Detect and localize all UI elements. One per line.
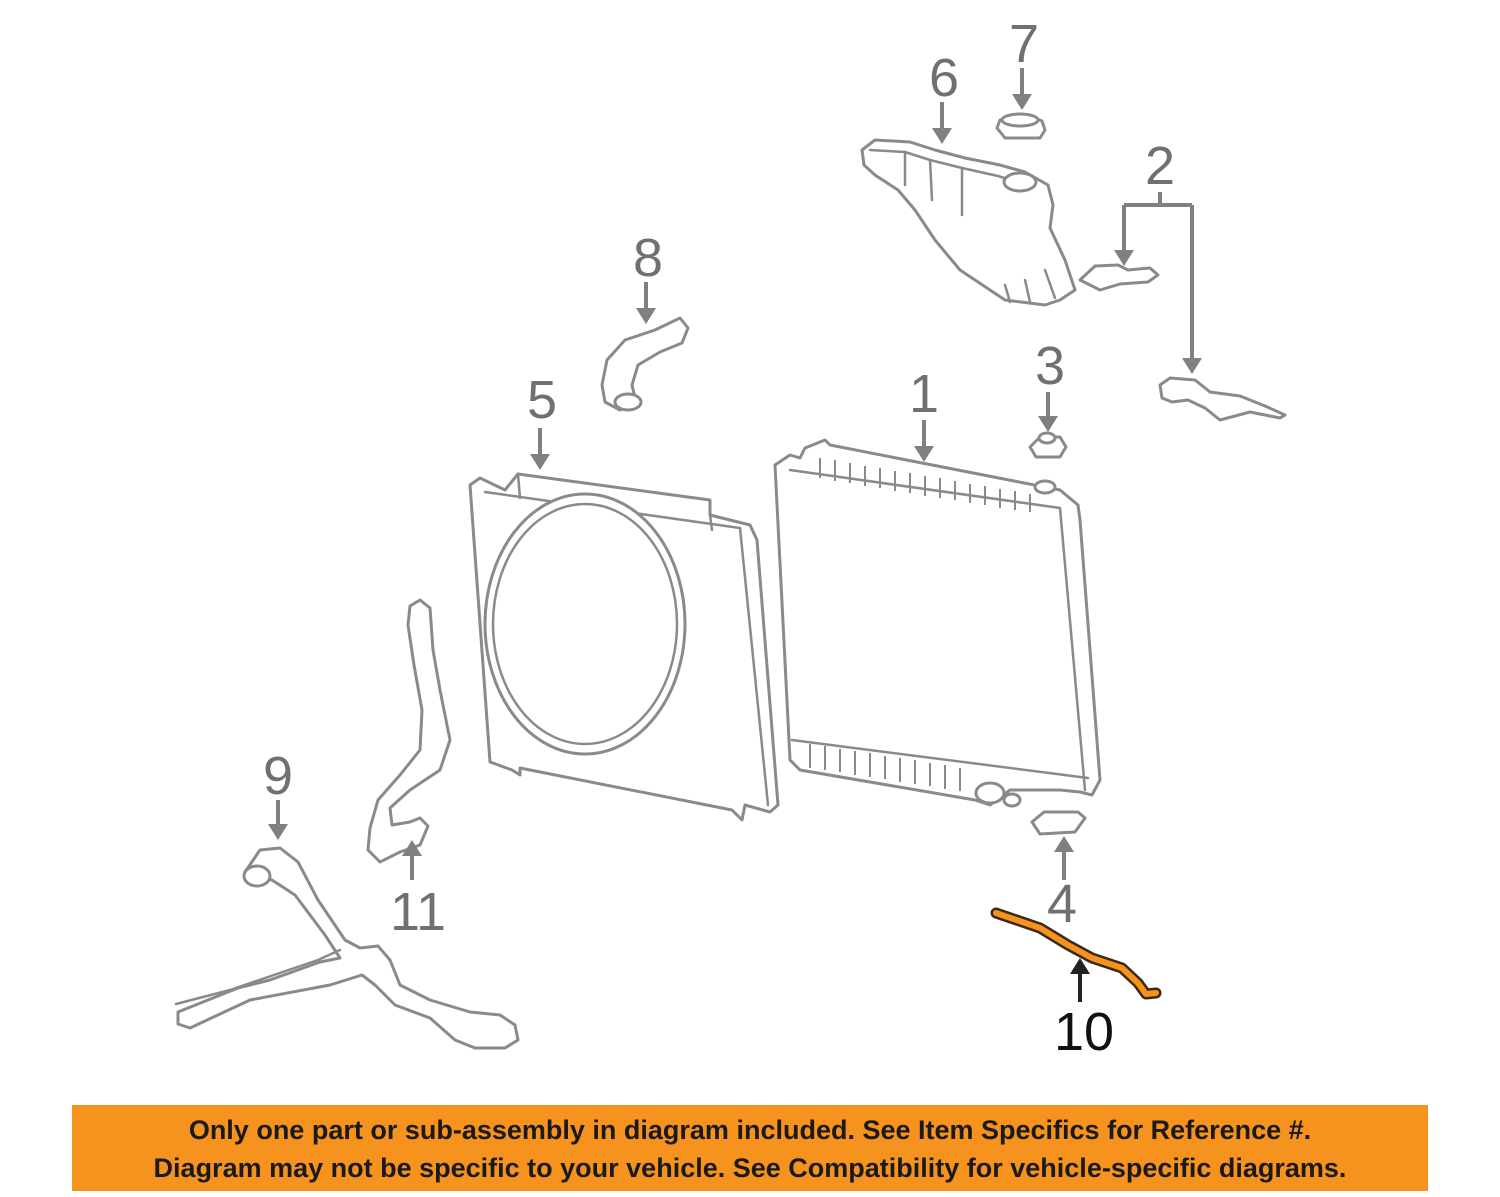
callout-2: 2 [1145, 136, 1175, 196]
arrowhead-8 [636, 308, 656, 324]
coolant-reservoir-part [860, 138, 1077, 307]
highlighted-tube-part [990, 907, 1162, 1000]
heater-hose-part [174, 846, 520, 1050]
callout-numbers: 1 2 3 4 5 6 7 8 9 10 11 [263, 14, 1175, 1062]
arrowhead-11 [402, 840, 422, 856]
callout-3: 3 [1035, 336, 1065, 396]
disclaimer-banner: Only one part or sub-assembly in diagram… [72, 1105, 1428, 1191]
bypass-hose-part [366, 598, 452, 864]
callout-1: 1 [909, 364, 939, 424]
arrowhead-9 [268, 824, 288, 840]
arrowhead-6 [932, 128, 952, 144]
callout-5: 5 [527, 370, 557, 430]
reservoir-cap-part [995, 112, 1047, 140]
radiator-part [773, 438, 1102, 808]
radiator-isolator-part [1030, 810, 1087, 836]
arrowhead-2-right [1182, 358, 1202, 374]
disclaimer-line-2: Diagram may not be specific to your vehi… [153, 1153, 1347, 1183]
arrowhead-10 [1070, 958, 1090, 974]
callout-9: 9 [263, 746, 293, 806]
callout-8: 8 [633, 228, 663, 288]
arrowhead-5 [530, 454, 550, 470]
arrowhead-2-left [1114, 250, 1134, 266]
arrowhead-4 [1054, 836, 1074, 852]
callout-11: 11 [390, 882, 446, 942]
arrowhead-7 [1012, 94, 1032, 110]
leader-lines [268, 68, 1202, 1002]
fan-shroud-part [468, 472, 780, 822]
upper-hose-part [600, 316, 690, 412]
callout-10: 10 [1054, 1002, 1114, 1062]
arrowhead-1 [914, 446, 934, 462]
callout-7: 7 [1009, 14, 1039, 74]
arrowhead-3 [1038, 416, 1058, 432]
callout-6: 6 [929, 48, 959, 108]
disclaimer-line-1: Only one part or sub-assembly in diagram… [188, 1115, 1312, 1145]
callout-4: 4 [1047, 874, 1077, 934]
reservoir-bracket-part [1078, 263, 1287, 422]
drain-plug-part [1028, 431, 1068, 459]
